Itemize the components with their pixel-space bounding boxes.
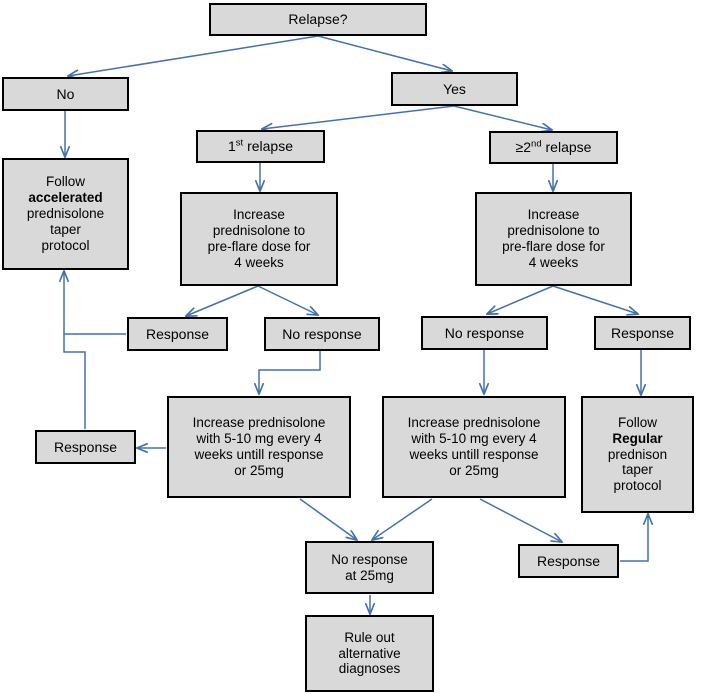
node-relapse-label: Relapse?: [288, 11, 348, 28]
node-response-second-label: Response: [610, 324, 675, 341]
node-increase-preflare-right-label: Increase prednisolone to pre-flare dose …: [502, 207, 605, 270]
node-no: No: [2, 77, 129, 111]
node-no-response-second: No response: [421, 316, 548, 350]
node-response-first-left-label: Response: [145, 325, 210, 342]
node-increase-preflare-left-label: Increase prednisolone to pre-flare dose …: [207, 207, 311, 270]
node-first-relapse-label: 1st relapse: [227, 137, 293, 155]
node-no-response-25mg: No response at 25mg: [305, 541, 434, 594]
node-response-second: Response: [594, 316, 691, 350]
node-response-bottom: Response: [518, 544, 619, 578]
node-second-relapse: ≥2nd relapse: [489, 131, 618, 164]
node-yes-label: Yes: [443, 80, 466, 97]
node-no-response-25mg-label: No response at 25mg: [331, 551, 408, 583]
node-titrate-left: Increase prednisolone with 5-10 mg every…: [167, 396, 351, 498]
node-first-relapse: 1st relapse: [196, 130, 325, 163]
node-increase-preflare-left: Increase prednisolone to pre-flare dose …: [180, 192, 338, 286]
node-titrate-left-label: Increase prednisolone with 5-10 mg every…: [192, 415, 326, 478]
node-titrate-right: Increase prednisolone with 5-10 mg every…: [382, 396, 566, 498]
node-no-response-first-label: No response: [282, 325, 362, 342]
node-response-bottom-label: Response: [536, 552, 601, 569]
node-relapse: Relapse?: [209, 3, 427, 36]
node-yes: Yes: [391, 72, 518, 106]
node-rule-out-alternative-label: Rule out alternative diagnoses: [338, 629, 401, 677]
node-response-first-left: Response: [127, 317, 228, 351]
node-regular-protocol-label: Follow Regular prednison taper protocol: [607, 414, 668, 494]
node-accelerated-protocol-label: Follow accelerated prednisolone taper pr…: [26, 174, 105, 253]
node-regular-protocol: Follow Regular prednison taper protocol: [581, 396, 694, 513]
node-titrate-right-label: Increase prednisolone with 5-10 mg every…: [407, 415, 541, 478]
node-no-label: No: [56, 85, 75, 102]
node-increase-preflare-right: Increase prednisolone to pre-flare dose …: [475, 192, 632, 286]
node-rule-out-alternative: Rule out alternative diagnoses: [305, 615, 434, 692]
node-second-relapse-label: ≥2nd relapse: [515, 138, 592, 156]
node-accelerated-protocol: Follow accelerated prednisolone taper pr…: [2, 158, 129, 270]
node-response-left-lower-label: Response: [53, 438, 118, 455]
node-no-response-second-label: No response: [444, 324, 525, 341]
node-no-response-first: No response: [264, 317, 380, 351]
node-response-left-lower: Response: [35, 430, 136, 464]
